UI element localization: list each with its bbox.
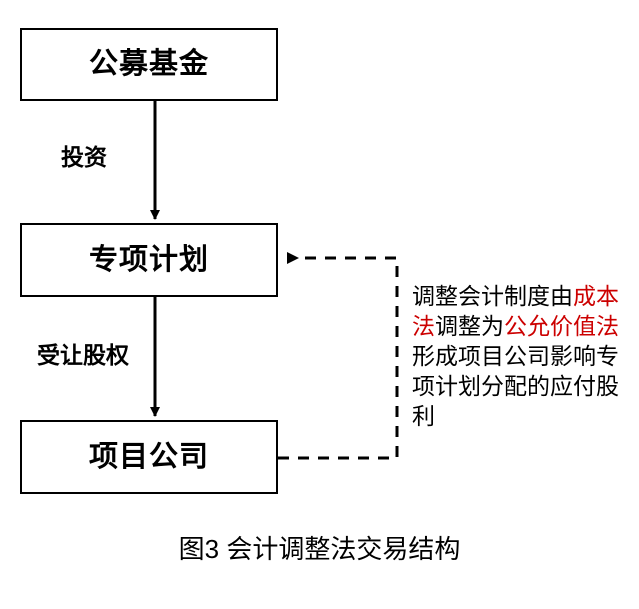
node-special-plan: 专项计划 — [20, 223, 278, 297]
node-public-fund: 公募基金 — [20, 28, 278, 101]
node-public-fund-label: 公募基金 — [88, 48, 209, 80]
edge-label-invest: 投资 — [61, 144, 107, 170]
node-project-company-label: 项目公司 — [88, 440, 209, 473]
annotation-text: 调整会计制度由成本法调整为公允价值法形成项目公司影响专项计划分配的应付股利 — [412, 281, 636, 431]
annotation-segment-2: 调整为 — [435, 313, 504, 339]
figure-caption: 图3 会计调整法交易结构 — [178, 534, 461, 564]
annotation-highlight-3: 公允价值法 — [504, 313, 619, 339]
arrow-dividend-dashed — [278, 252, 399, 460]
node-special-plan-label: 专项计划 — [88, 243, 209, 276]
annotation-segment-0: 调整会计制度由 — [412, 283, 573, 309]
node-project-company: 项目公司 — [20, 420, 278, 494]
annotation-highlight-1: 成本法 — [412, 283, 619, 339]
annotation-segment-4: 形成项目公司影响专项计划分配的应付股利 — [412, 343, 619, 429]
edge-label-transfer: 受让股权 — [37, 342, 129, 368]
